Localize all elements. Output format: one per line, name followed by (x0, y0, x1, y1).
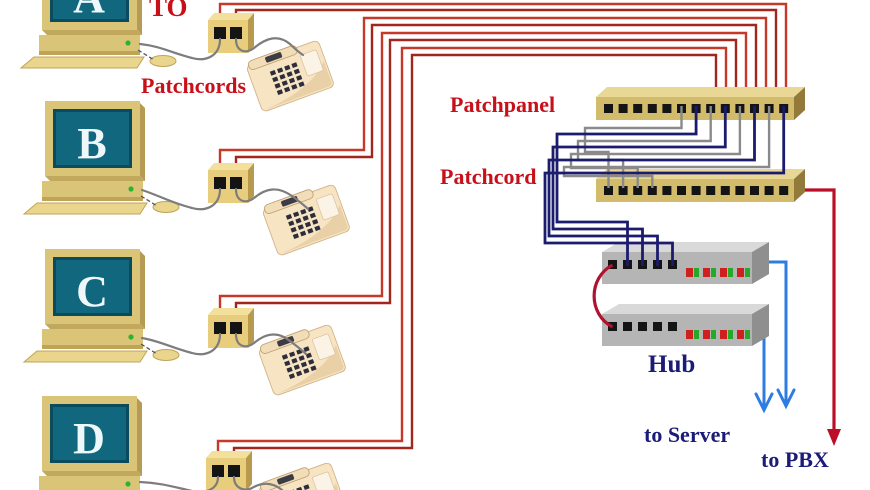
label-patchcord: Patchcord (440, 164, 537, 189)
server-arrowhead-right (776, 388, 796, 410)
phone-cord-d (232, 475, 284, 490)
red-wire-d1 (216, 46, 728, 451)
telephone-c (256, 320, 348, 397)
horizontal-cabling-red-wires (216, 2, 788, 451)
red-wire-a2 (234, 8, 778, 97)
phone-cord-a (234, 37, 305, 57)
hub-uplink-cable (592, 263, 614, 329)
screen-letter-a: A (73, 0, 105, 22)
red-wire-d2 (232, 53, 718, 451)
outlet-patchcords (138, 37, 310, 490)
hub-bottom (602, 304, 769, 346)
phone-cord-b (234, 187, 310, 211)
server-arrowhead-left (754, 392, 774, 414)
pbx-arrowhead (827, 429, 841, 446)
label-telecom-outlet: TO (149, 0, 188, 22)
wall-outlet-a (208, 13, 254, 53)
red-wire-a1 (218, 2, 788, 97)
screen-letter-d: D (73, 414, 105, 463)
label-patchcords: Patchcords (141, 73, 247, 98)
patchcord-pc-a (138, 37, 222, 61)
mouse-cables (137, 49, 158, 355)
pbx-cable (798, 188, 841, 446)
label-to-pbx: to PBX (761, 447, 829, 472)
telephone-a (244, 36, 336, 113)
label-patchpanel: Patchpanel (450, 92, 555, 117)
screen-letter-b: B (77, 119, 106, 168)
phone-cord-c (234, 332, 308, 356)
patchcord-pc-c (140, 332, 222, 356)
patchcords-navy (543, 106, 786, 266)
red-wire-b2 (234, 23, 758, 163)
red-wire-c1 (218, 31, 748, 308)
patchcord-pc-d (138, 475, 220, 490)
red-wire-b1 (218, 16, 768, 163)
wall-outlet-d (206, 451, 252, 490)
wall-outlet-b (208, 163, 254, 203)
wall-outlet-c (208, 308, 254, 348)
patch-panel-top (596, 87, 805, 120)
label-hub: Hub (648, 351, 695, 378)
telephone-b (260, 180, 352, 257)
red-wire-c2 (234, 38, 738, 308)
patchcord-pc-b (140, 187, 222, 211)
label-to-server: to Server (644, 422, 730, 447)
screen-letter-c: C (76, 267, 108, 316)
